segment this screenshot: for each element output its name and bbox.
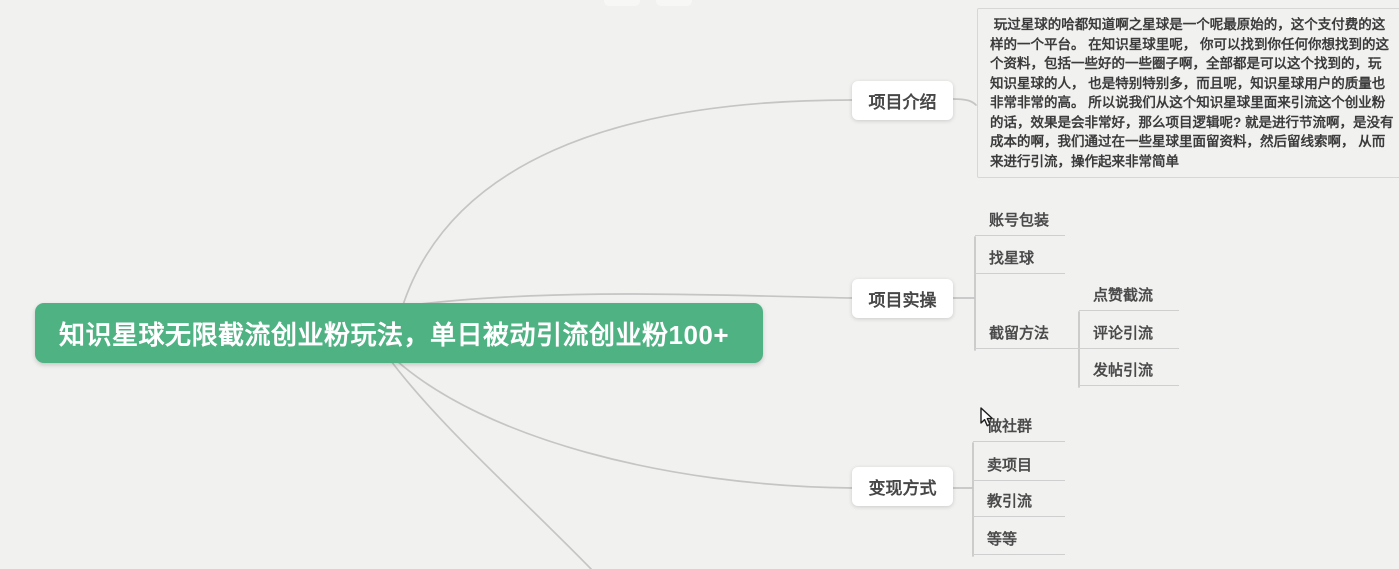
central-topic[interactable]: 知识星球无限截流创业粉玩法，单日被动引流创业粉100+ xyxy=(35,303,763,363)
topic-project-practice[interactable]: 项目实操 xyxy=(852,279,953,318)
subtopic-etc[interactable]: 等等 xyxy=(973,521,1065,555)
subtopic-account-packaging[interactable]: 账号包装 xyxy=(975,202,1065,236)
subtopic-teach-divert[interactable]: 教引流 xyxy=(973,483,1065,517)
top-cutoff-shape xyxy=(604,0,640,6)
mouse-cursor-icon xyxy=(979,407,997,434)
subtopic-intercept-methods[interactable]: 截留方法 xyxy=(975,315,1079,349)
subtopic-like-intercept[interactable]: 点赞截流 xyxy=(1079,277,1179,311)
bracket-monetize xyxy=(952,442,974,557)
wire-root-to-monetize xyxy=(396,360,853,489)
wire-intro-to-note xyxy=(952,98,977,106)
topic-monetization[interactable]: 变现方式 xyxy=(852,467,953,506)
wire-root-to-intro xyxy=(401,99,853,309)
subtopic-find-planets[interactable]: 找星球 xyxy=(975,240,1065,274)
project-intro-note[interactable]: 玩过星球的哈都知道啊之星球是一个呢最原始的，这个支付费的这样的一个平台。 在知识… xyxy=(977,8,1399,178)
wire-root-to-practice xyxy=(411,293,853,306)
bracket-practice xyxy=(952,236,976,351)
subtopic-sell-projects[interactable]: 卖项目 xyxy=(973,447,1065,481)
wire-root-to-offscreen xyxy=(390,360,593,569)
subtopic-post-divert[interactable]: 发帖引流 xyxy=(1079,352,1179,386)
subtopic-build-community[interactable]: 做社群 xyxy=(973,408,1065,442)
top-cutoff-shape xyxy=(656,0,692,6)
subtopic-comment-divert[interactable]: 评论引流 xyxy=(1079,315,1179,349)
topic-project-intro[interactable]: 项目介绍 xyxy=(852,81,953,120)
